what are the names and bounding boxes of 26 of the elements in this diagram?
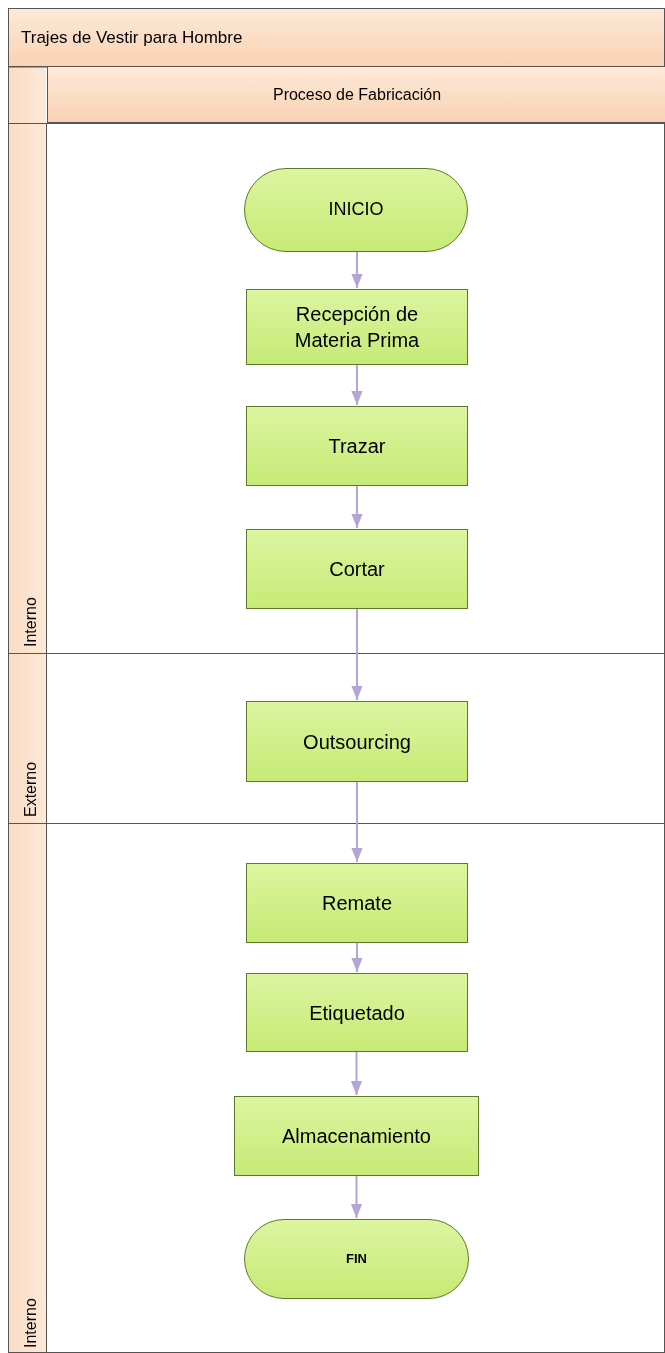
arrow xyxy=(350,1050,363,1096)
arrow xyxy=(350,1174,363,1219)
arrow xyxy=(351,780,363,863)
process-box: Remate xyxy=(246,863,468,943)
arrow xyxy=(351,941,363,973)
arrow xyxy=(351,484,363,529)
process-box: Trazar xyxy=(246,406,468,486)
process-box: Almacenamiento xyxy=(234,1096,479,1176)
arrow xyxy=(351,250,363,289)
lane-label: Externo xyxy=(22,761,40,817)
process-box: Recepción de Materia Prima xyxy=(246,289,468,365)
lane-label: Interno xyxy=(22,1298,40,1348)
terminator: INICIO xyxy=(244,168,468,252)
phase-header: Proceso de Fabricación xyxy=(47,67,665,123)
pool-title: Trajes de Vestir para Hombre xyxy=(21,28,243,48)
pool-frame xyxy=(8,8,665,1353)
process-box: Etiquetado xyxy=(246,973,468,1052)
terminator: FIN xyxy=(244,1219,469,1299)
swimlane xyxy=(9,823,665,1353)
arrow xyxy=(351,607,363,701)
lane-label: Interno xyxy=(22,597,40,647)
swimlane xyxy=(9,653,665,823)
arrow xyxy=(351,363,363,406)
swimlane xyxy=(9,123,665,653)
process-box: Cortar xyxy=(246,529,468,609)
process-box: Outsourcing xyxy=(246,701,468,782)
